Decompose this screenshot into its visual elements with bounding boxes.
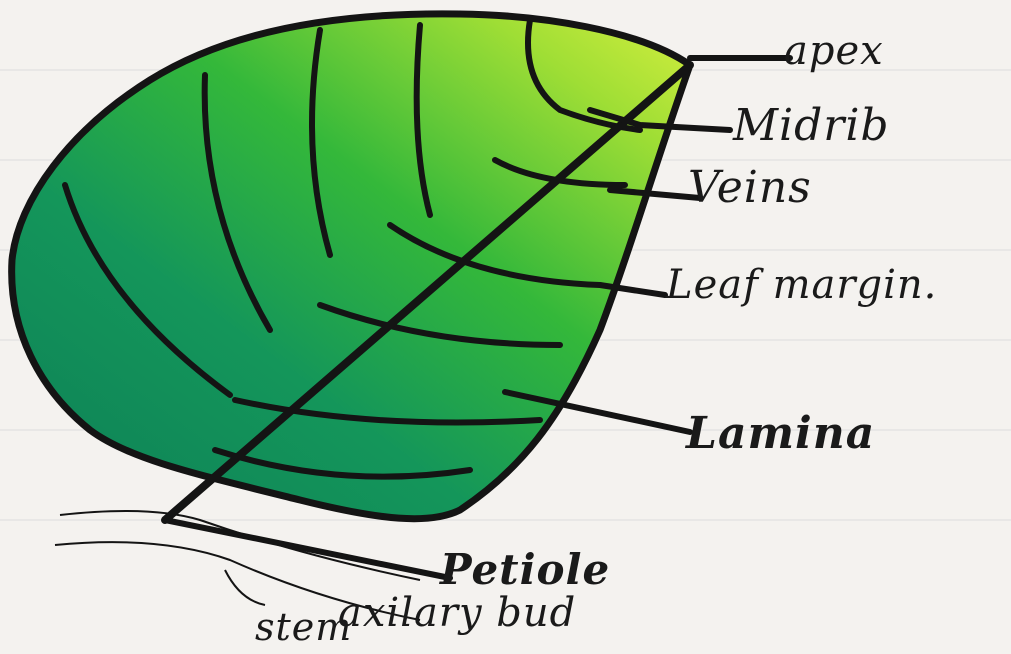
label-petiole: Petiole: [440, 545, 610, 594]
label-apex: apex: [784, 28, 884, 74]
leaf-lamina-shape: [12, 14, 690, 519]
pointer-axillary-bud: [225, 570, 265, 605]
label-stem: stem: [255, 605, 352, 649]
label-axillary-bud: axilary bud: [338, 590, 576, 636]
label-leaf-margin: Leaf margin.: [666, 262, 937, 308]
leaf-petiole: [165, 520, 450, 578]
label-veins: Veins: [688, 162, 812, 213]
label-lamina: Lamina: [686, 408, 875, 459]
label-midrib: Midrib: [733, 100, 890, 151]
